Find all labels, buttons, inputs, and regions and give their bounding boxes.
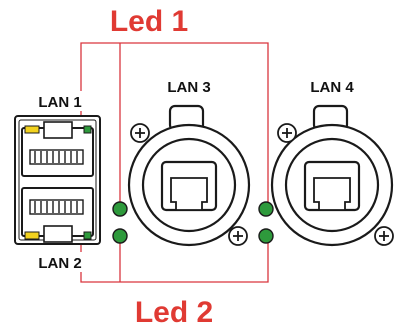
lan1-led-green xyxy=(83,125,92,134)
led1-callout-line xyxy=(80,42,269,205)
lan4-screw-bottom-icon xyxy=(374,226,394,246)
lan3-label: LAN 3 xyxy=(167,79,210,96)
led2-callout-line xyxy=(80,240,269,283)
lan2-latch xyxy=(43,225,73,243)
lan4-socket-key xyxy=(313,177,351,211)
lan1-label: LAN 1 xyxy=(38,94,81,111)
lan2-contacts xyxy=(29,199,84,215)
lan3-screw-bottom-icon xyxy=(228,226,248,246)
lan3-leds xyxy=(112,201,274,244)
lan4-label: LAN 4 xyxy=(310,79,354,96)
lan3-right-upper-led-indicator-icon xyxy=(258,201,274,217)
lan1-contacts xyxy=(29,149,84,165)
led1-label: Led 1 xyxy=(110,5,188,38)
lan4-ethercon-connector-icon xyxy=(270,104,394,247)
lan3-ethercon-connector-icon xyxy=(127,104,251,247)
lan1-latch xyxy=(43,121,73,139)
lan2-led-green xyxy=(83,231,92,240)
lan3-right-lower-led-indicator-icon xyxy=(258,228,274,244)
led2-label: Led 2 xyxy=(135,296,213,325)
lan3-screw-top-icon xyxy=(130,123,150,143)
lan3-left-upper-led-indicator-icon xyxy=(112,201,128,217)
lan2-label: LAN 2 xyxy=(38,255,81,272)
lan1-led-amber xyxy=(24,125,40,134)
lan2-label-bg xyxy=(37,252,83,272)
lan2-led-amber xyxy=(24,231,40,240)
lan4-screw-top-icon xyxy=(277,123,297,143)
lan3-socket-key xyxy=(170,177,208,211)
lan3-left-lower-led-indicator-icon xyxy=(112,228,128,244)
lan1-label-bg xyxy=(37,91,83,111)
lan1-lan2-rj45-block xyxy=(14,115,101,245)
